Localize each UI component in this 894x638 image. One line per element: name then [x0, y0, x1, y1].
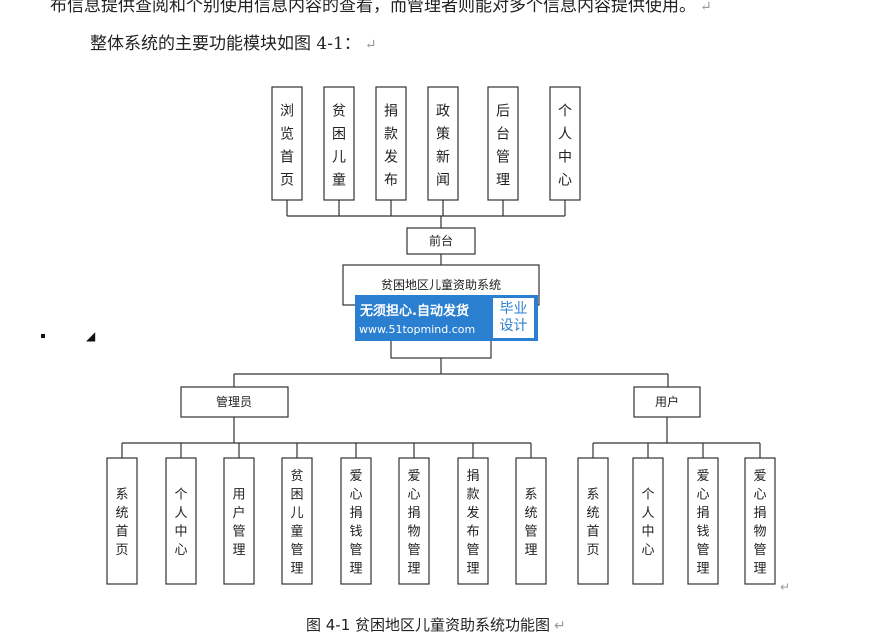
figure-caption-text: 图 4-1 贫困地区儿童资助系统功能图 — [306, 616, 551, 634]
module-box — [427, 86, 459, 201]
module-label: 政策新闻 — [436, 103, 450, 188]
module-label: 捐款发布管理 — [466, 469, 479, 577]
paragraph-1-text: 布信息提供查阅和个别使用信息内容的查看，而管理者则能对多个信息内容提供使用。 — [50, 0, 696, 16]
module-label: 系统管理 — [524, 487, 537, 558]
edit-anchor-dot — [41, 334, 45, 338]
watermark-badge: 毕业 设计 — [492, 297, 535, 339]
body-paragraph-2: 整体系统的主要功能模块如图 4-1：↵ — [90, 29, 377, 54]
module-box — [744, 457, 776, 585]
module-label: 爱心捐钱管理 — [696, 469, 709, 577]
module-box — [271, 86, 303, 201]
watermark-slogan: 无须担心.自动发货 — [360, 304, 469, 319]
user-label: 用户 — [655, 394, 679, 409]
paragraph-mark-icon: ↵ — [364, 37, 377, 53]
module-box — [340, 457, 372, 585]
module-label: 个人中心 — [558, 103, 572, 188]
module-label: 捐款发布 — [384, 103, 398, 188]
paragraph-mark-icon: ↵ — [554, 618, 566, 634]
admin-module-boxes: 系统首页 个人中心 用户管理 贫困儿童管理 爱心捐钱管理 爱心捐物管理 捐款发布管理 系统管理 — [106, 457, 547, 585]
module-box — [106, 457, 138, 585]
paragraph-mark-icon: ↵ — [700, 0, 712, 15]
module-label: 贫困儿童 — [332, 103, 346, 188]
module-box — [687, 457, 719, 585]
module-box — [375, 86, 407, 201]
module-box — [223, 457, 255, 585]
module-box — [549, 86, 581, 201]
connector-lines — [121, 200, 761, 458]
body-paragraph-1: 布信息提供查阅和个别使用信息内容的查看，而管理者则能对多个信息内容提供使用。 ↵ — [50, 0, 712, 16]
frontend-box — [406, 227, 476, 255]
module-label: 个人中心 — [174, 487, 187, 558]
admin-label: 管理员 — [216, 394, 252, 409]
module-label: 系统首页 — [115, 487, 128, 558]
module-box — [281, 457, 313, 585]
module-label: 系统首页 — [586, 487, 599, 558]
module-label: 爱心捐物管理 — [407, 469, 420, 577]
frontend-module-boxes: 浏览首页 贫困儿童 捐款发布 政策新闻 后台管理 个人中心 — [271, 86, 581, 201]
figure-caption: 图 4-1 贫困地区儿童资助系统功能图↵ — [306, 614, 566, 635]
watermark-badge-line2: 设计 — [499, 318, 528, 334]
module-label: 后台管理 — [496, 103, 510, 188]
module-box — [165, 457, 197, 585]
module-label: 用户管理 — [232, 487, 245, 558]
module-box — [323, 86, 355, 201]
system-name-label: 贫困地区儿童资助系统 — [381, 277, 501, 292]
user-module-boxes: 系统首页 个人中心 爱心捐钱管理 爱心捐物管理 — [577, 457, 776, 585]
module-label: 爱心捐物管理 — [753, 469, 766, 577]
module-label: 贫困儿童管理 — [290, 468, 303, 577]
module-box — [577, 457, 609, 585]
user-box — [633, 386, 701, 418]
watermark: 无须担心.自动发货 www.51topmind.com 毕业 设计 — [355, 295, 538, 341]
paragraph-mark-icon: ↵ — [780, 580, 791, 594]
module-box — [515, 457, 547, 585]
admin-box — [180, 386, 289, 418]
module-box — [487, 86, 519, 201]
text-corner-mark: ◢ — [86, 329, 96, 343]
module-label: 浏览首页 — [280, 103, 294, 188]
module-label: 个人中心 — [641, 487, 654, 558]
watermark-badge-line1: 毕业 — [499, 301, 528, 317]
frontend-label: 前台 — [429, 233, 453, 248]
module-box — [457, 457, 489, 585]
module-label: 爱心捐钱管理 — [349, 469, 362, 577]
watermark-url: www.51topmind.com — [359, 323, 476, 336]
module-box — [398, 457, 430, 585]
paragraph-2-text: 整体系统的主要功能模块如图 4-1： — [90, 34, 361, 54]
module-box — [632, 457, 664, 585]
